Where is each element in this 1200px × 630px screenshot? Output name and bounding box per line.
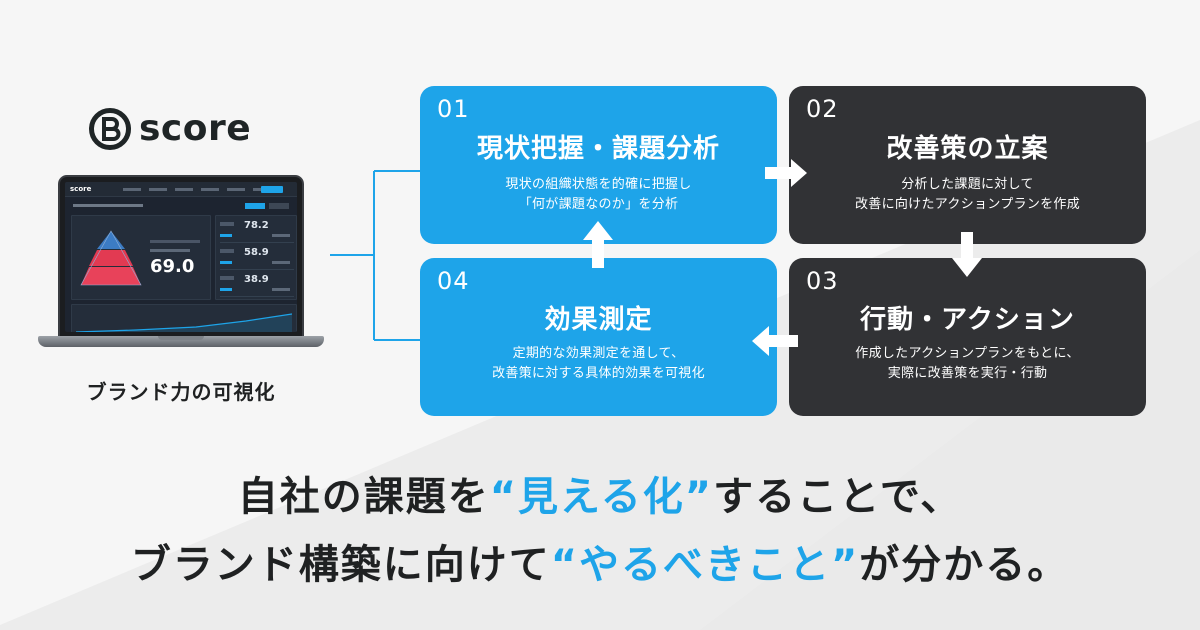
step-card-02: 02 改善策の立案 分析した課題に対して 改善に向けたアクションプランを作成 <box>789 86 1146 244</box>
step-description: 作成したアクションプランをもとに、 実際に改善策を実行・行動 <box>855 346 1080 381</box>
screen-big-score: 69.0 <box>150 256 195 277</box>
step-title: 現状把握・課題分析 <box>476 134 720 164</box>
step-card-04: 04 効果測定 定期的な効果測定を通して、 改善策に対する具体的効果を可視化 <box>420 258 777 416</box>
step-title: 効果測定 <box>544 305 653 335</box>
screen-nav-button <box>261 186 283 193</box>
logo-wordmark: score <box>139 108 252 149</box>
screen-score-panel: 69.0 <box>71 215 211 300</box>
step-number: 01 <box>437 95 470 123</box>
step-number: 02 <box>806 95 839 123</box>
headline-highlight: “やるべきこと” <box>550 542 860 588</box>
headline-line-1: 自社の課題を“見える化”することで、 <box>237 474 963 520</box>
screen-subtitle <box>73 204 143 207</box>
headline-highlight: “見える化” <box>489 474 714 520</box>
step-title: 行動・アクション <box>860 305 1075 335</box>
screen-sub-buttons <box>245 203 289 209</box>
screen-navbar: score <box>65 182 297 197</box>
arrow-down-icon <box>952 232 982 277</box>
screen-metric-row: 78.2 <box>220 219 294 243</box>
screen-trend-panel <box>71 304 297 332</box>
laptop-base <box>38 336 324 347</box>
step-description: 現状の組織状態を的確に把握し 「何が課題なのか」を分析 <box>505 177 692 212</box>
pyramid-chart-icon <box>80 230 142 286</box>
screen-label-bar <box>150 240 200 243</box>
step-title: 改善策の立案 <box>886 134 1049 164</box>
step-card-03: 03 行動・アクション 作成したアクションプランをもとに、 実際に改善策を実行・… <box>789 258 1146 416</box>
dashboard-screen: score 69.0 78.2 <box>65 182 297 332</box>
trend-chart-icon <box>76 313 292 332</box>
screen-metric-row: 38.9 <box>220 273 294 297</box>
screen-logo: score <box>70 185 92 193</box>
laptop-notch <box>158 336 204 340</box>
step-description: 定期的な効果測定を通して、 改善策に対する具体的効果を可視化 <box>492 346 705 381</box>
laptop-mockup: score 69.0 78.2 <box>38 173 324 353</box>
arrow-up-icon <box>583 221 613 268</box>
step-card-01: 01 現状把握・課題分析 現状の組織状態を的確に把握し 「何が課題なのか」を分析 <box>420 86 777 244</box>
arrow-left-icon <box>752 326 798 356</box>
step-number: 04 <box>437 267 470 295</box>
score-logo: score <box>88 107 251 151</box>
screen-metric-row: 58.9 <box>220 246 294 270</box>
arrow-right-icon <box>765 159 807 187</box>
laptop-lid: score 69.0 78.2 <box>58 175 304 339</box>
screen-metrics-panel: 78.2 58.9 38.9 <box>215 215 297 300</box>
b-logo-icon <box>89 108 131 150</box>
step-description: 分析した課題に対して 改善に向けたアクションプランを作成 <box>854 177 1081 212</box>
laptop-caption: ブランド力の可視化 <box>86 380 276 404</box>
screen-nav-links <box>123 188 263 191</box>
screen-label-bar <box>150 249 190 252</box>
step-number: 03 <box>806 267 839 295</box>
headline-line-2: ブランド構築に向けて“やるべきこと”が分かる。 <box>130 542 1070 588</box>
